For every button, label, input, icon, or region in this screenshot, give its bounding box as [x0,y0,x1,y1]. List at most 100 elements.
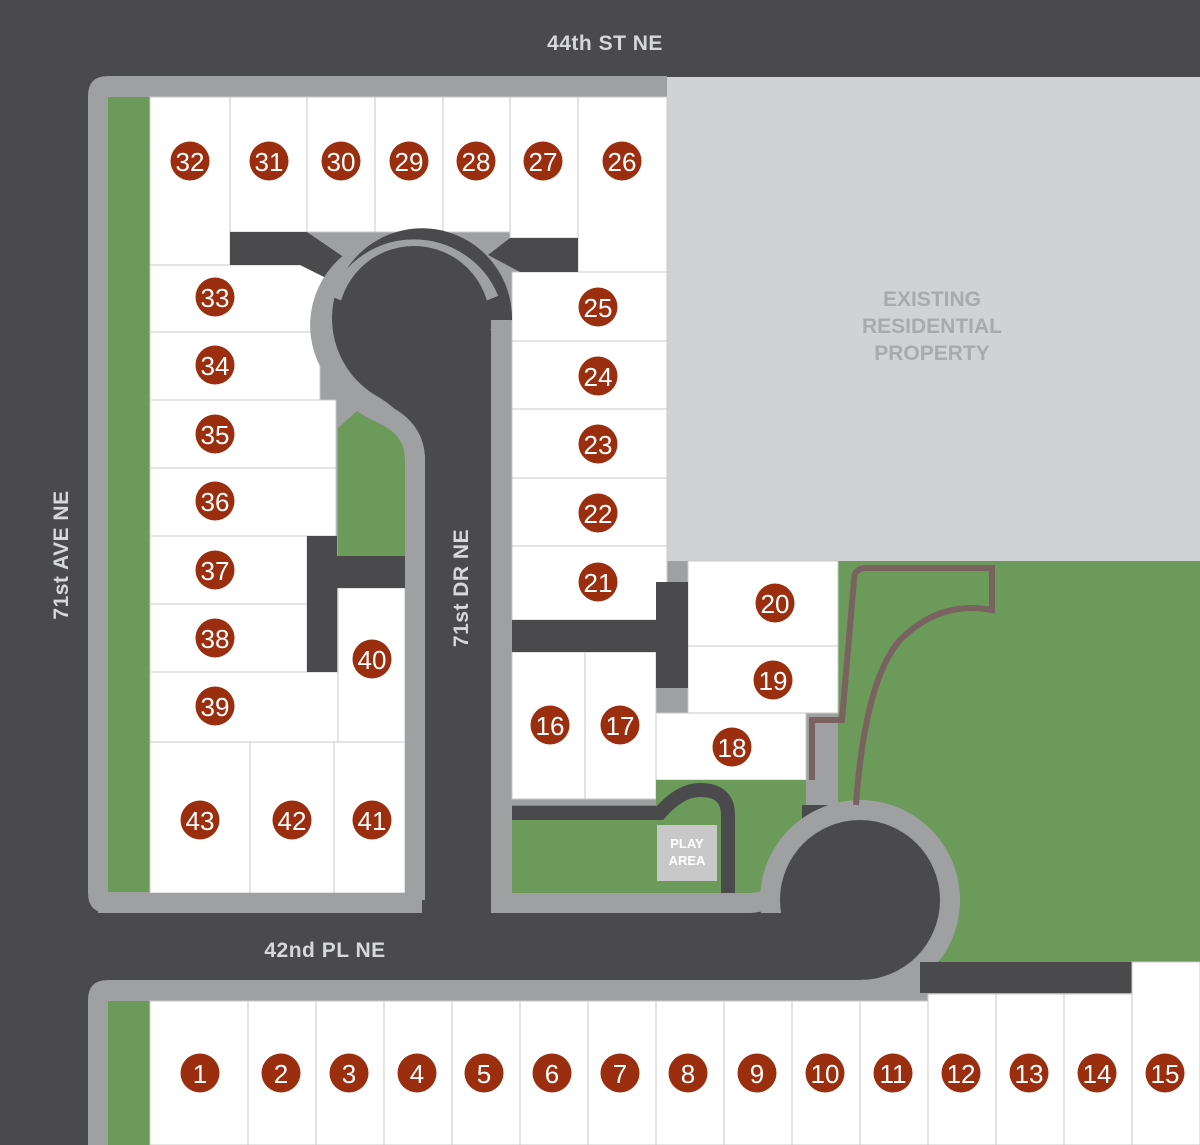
lot-marker-23[interactable]: 23 [578,424,618,464]
lot-marker-circle[interactable] [578,287,618,327]
lot-marker-circle[interactable] [873,1053,913,1093]
lot-marker-5[interactable]: 5 [464,1053,504,1093]
lot-marker-circle[interactable] [1009,1053,1049,1093]
lot-marker-circle[interactable] [180,1053,220,1093]
lot-marker-circle[interactable] [600,705,640,745]
lot-marker-12[interactable]: 12 [941,1053,981,1093]
lot-marker-14[interactable]: 14 [1077,1053,1117,1093]
lot-marker-circle[interactable] [578,356,618,396]
lot-number-label: 41 [358,806,387,836]
lot-marker-circle[interactable] [602,141,642,181]
lot-number-label: 14 [1083,1059,1112,1089]
lot-marker-13[interactable]: 13 [1009,1053,1049,1093]
lot-marker-26[interactable]: 26 [602,141,642,181]
lot-marker-circle[interactable] [195,481,235,521]
lot-marker-6[interactable]: 6 [532,1053,572,1093]
lot-marker-7[interactable]: 7 [600,1053,640,1093]
lot-marker-2[interactable]: 2 [261,1053,301,1093]
lot-marker-31[interactable]: 31 [249,141,289,181]
lot-marker-8[interactable]: 8 [668,1053,708,1093]
lot-marker-3[interactable]: 3 [329,1053,369,1093]
lot-marker-circle[interactable] [1077,1053,1117,1093]
lot-marker-35[interactable]: 35 [195,414,235,454]
lot-marker-10[interactable]: 10 [805,1053,845,1093]
lot-marker-circle[interactable] [737,1053,777,1093]
lot-marker-circle[interactable] [753,660,793,700]
lot-marker-circle[interactable] [329,1053,369,1093]
lot-marker-circle[interactable] [249,141,289,181]
lot-number-label: 38 [201,624,230,654]
lot-marker-circle[interactable] [712,727,752,767]
lot-marker-circle[interactable] [195,345,235,385]
lot-marker-circle[interactable] [321,141,361,181]
lot-marker-29[interactable]: 29 [389,141,429,181]
lot-marker-circle[interactable] [397,1053,437,1093]
lot-marker-circle[interactable] [578,493,618,533]
lot-number-label: 16 [536,711,565,741]
lot-marker-circle[interactable] [668,1053,708,1093]
north-cul-de-sac-surface [338,246,490,398]
lot-marker-30[interactable]: 30 [321,141,361,181]
lot-marker-circle[interactable] [352,800,392,840]
lot-marker-21[interactable]: 21 [578,562,618,602]
lot-marker-28[interactable]: 28 [456,141,496,181]
lot-marker-circle[interactable] [805,1053,845,1093]
lot-marker-11[interactable]: 11 [873,1053,913,1093]
lot-number-label: 32 [176,147,205,177]
lot-marker-circle[interactable] [389,141,429,181]
lot-marker-41[interactable]: 41 [352,800,392,840]
lot-marker-circle[interactable] [755,583,795,623]
lot-marker-circle[interactable] [195,277,235,317]
lot-marker-33[interactable]: 33 [195,277,235,317]
lot-marker-42[interactable]: 42 [272,800,312,840]
lot-marker-circle[interactable] [195,414,235,454]
lot-marker-22[interactable]: 22 [578,493,618,533]
road-42nd-pl-east [910,962,1132,993]
lot-number-label: 31 [255,147,284,177]
lot-marker-25[interactable]: 25 [578,287,618,327]
lot-marker-circle[interactable] [530,705,570,745]
lot-marker-circle[interactable] [600,1053,640,1093]
lot-marker-circle[interactable] [578,424,618,464]
lot-marker-circle[interactable] [464,1053,504,1093]
lot-marker-circle[interactable] [195,686,235,726]
lot-marker-40[interactable]: 40 [352,639,392,679]
lot-marker-38[interactable]: 38 [195,618,235,658]
lot-number-label: 10 [811,1059,840,1089]
lot-marker-17[interactable]: 17 [600,705,640,745]
lot-marker-43[interactable]: 43 [180,800,220,840]
lot-marker-19[interactable]: 19 [753,660,793,700]
lot-marker-36[interactable]: 36 [195,481,235,521]
lot-marker-1[interactable]: 1 [180,1053,220,1093]
lot-marker-24[interactable]: 24 [578,356,618,396]
lot-marker-9[interactable]: 9 [737,1053,777,1093]
lot-marker-circle[interactable] [180,800,220,840]
lot-marker-18[interactable]: 18 [712,727,752,767]
lot-marker-circle[interactable] [941,1053,981,1093]
cul-de-sac-neck-curb [323,366,425,461]
lot-marker-circle[interactable] [523,141,563,181]
lot-marker-circle[interactable] [352,639,392,679]
lot-marker-15[interactable]: 15 [1145,1053,1185,1093]
lot-marker-4[interactable]: 4 [397,1053,437,1093]
lot-marker-circle[interactable] [261,1053,301,1093]
lot-marker-16[interactable]: 16 [530,705,570,745]
lot-marker-circle[interactable] [195,550,235,590]
lot-number-label: 4 [410,1059,424,1089]
lot-number-label: 34 [201,351,230,381]
lot-marker-32[interactable]: 32 [170,141,210,181]
lot-marker-circle[interactable] [195,618,235,658]
lot-marker-circle[interactable] [456,141,496,181]
lot-number-label: 13 [1015,1059,1044,1089]
existing-property-label-2: RESIDENTIAL [862,315,1002,338]
lot-marker-circle[interactable] [532,1053,572,1093]
lot-marker-34[interactable]: 34 [195,345,235,385]
lot-marker-circle[interactable] [272,800,312,840]
lot-marker-27[interactable]: 27 [523,141,563,181]
lot-marker-20[interactable]: 20 [755,583,795,623]
lot-marker-circle[interactable] [578,562,618,602]
lot-marker-circle[interactable] [1145,1053,1185,1093]
lot-marker-37[interactable]: 37 [195,550,235,590]
lot-marker-39[interactable]: 39 [195,686,235,726]
lot-marker-circle[interactable] [170,141,210,181]
